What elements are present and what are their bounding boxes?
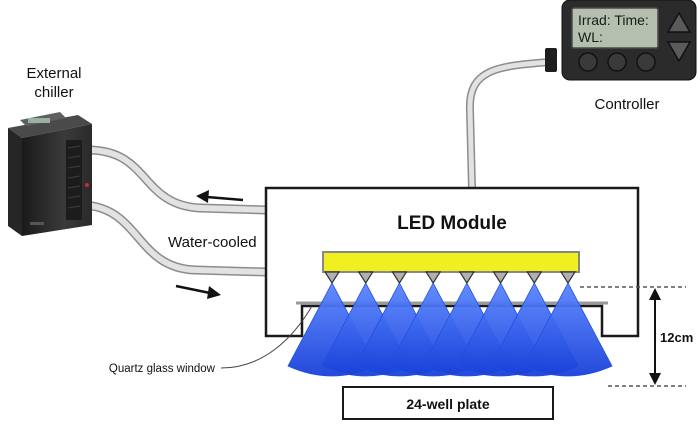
well-plate xyxy=(342,386,554,420)
controller-lcd xyxy=(571,7,659,49)
distance-label: 12cm xyxy=(660,330,693,345)
led-bar xyxy=(322,251,580,273)
distance-indicator xyxy=(580,286,686,387)
water-cooled-label: Water-cooled xyxy=(168,234,257,251)
controller-button-1[interactable] xyxy=(578,52,598,72)
quartz-leader-line xyxy=(220,305,313,369)
chiller-label-line2: chiller xyxy=(34,84,73,101)
light-cone xyxy=(523,282,613,377)
cooling-tubes xyxy=(75,145,271,277)
led-emitter xyxy=(559,271,577,285)
led-emitters xyxy=(323,271,577,285)
well-plate-label: 24-well plate xyxy=(406,396,489,412)
led-module-title: LED Module xyxy=(397,213,507,234)
chiller-icon xyxy=(8,112,92,236)
down-arrow-icon[interactable] xyxy=(666,41,692,63)
lcd-line1: Irrad: Time: xyxy=(578,12,649,28)
led-emitter xyxy=(323,271,341,285)
light-cones xyxy=(287,282,613,377)
flow-arrow-out xyxy=(196,190,244,203)
controller-device: Irrad: Time: WL: xyxy=(545,0,697,81)
controller-label: Controller xyxy=(594,96,659,113)
controller-button-3[interactable] xyxy=(636,52,656,72)
lcd-line2: WL: xyxy=(578,29,603,45)
up-arrow-icon[interactable] xyxy=(666,11,692,33)
led-emitter xyxy=(492,271,509,285)
controller-cable xyxy=(465,58,554,192)
led-emitter xyxy=(391,271,408,285)
controller-button-2[interactable] xyxy=(607,52,627,72)
led-emitter xyxy=(526,271,543,285)
led-emitter xyxy=(458,271,475,285)
flow-arrow-in xyxy=(175,284,221,299)
led-emitter xyxy=(425,271,442,285)
chiller-label-line1: External xyxy=(26,65,81,82)
quartz-window-label: Quartz glass window xyxy=(109,363,216,375)
led-emitter xyxy=(357,271,374,285)
